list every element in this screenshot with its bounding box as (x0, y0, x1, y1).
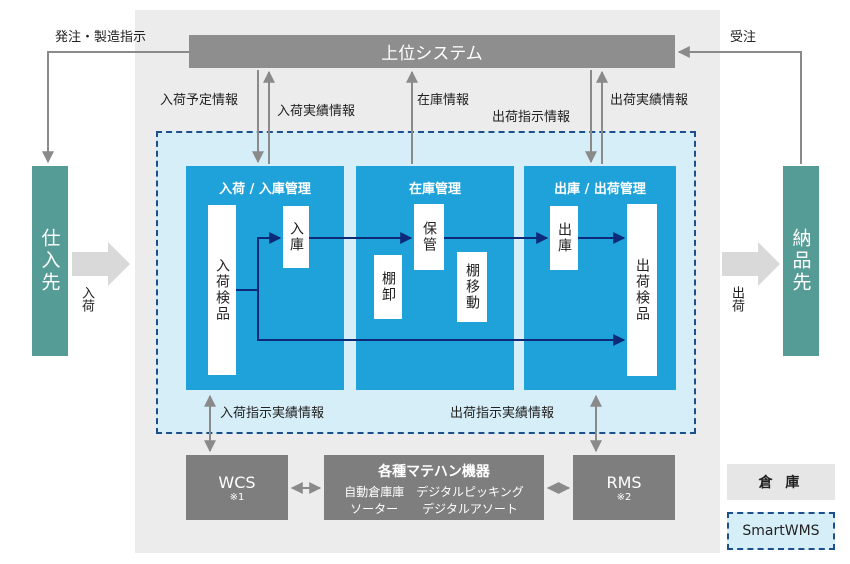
outbound-big-arrow (722, 242, 780, 286)
zone-arrival-title: 入荷 / 入庫管理 (219, 182, 311, 197)
rms-box: RMS ※2 (573, 455, 675, 520)
legend-smartwms: SmartWMS (727, 512, 835, 550)
zone-shipping-title: 出庫 / 出荷管理 (554, 182, 646, 197)
label-arrival-inst-result: 入荷指示実績情報 (220, 406, 325, 421)
wcs-note: ※1 (229, 492, 245, 503)
relocation-box: 棚移動 (457, 252, 487, 322)
legend-warehouse: 倉 庫 (727, 464, 835, 500)
label-shipping-side: 出荷 (729, 286, 744, 312)
storage-box: 保管 (414, 204, 444, 270)
rms-label: RMS (606, 473, 642, 492)
picking-box: 出庫 (550, 206, 578, 270)
wcs-label: WCS (218, 473, 256, 492)
label-stock-info: 在庫情報 (417, 93, 470, 108)
upper-system-bar: 上位システム (189, 35, 675, 68)
putaway-box: 入庫 (283, 206, 309, 268)
flow-cross-dock (257, 290, 626, 346)
wcs-box: WCS ※1 (186, 455, 288, 520)
label-shipping-inst-result: 出荷指示実績情報 (450, 406, 555, 421)
label-arrival-result: 入荷実績情報 (277, 104, 356, 119)
label-arrival-plan: 入荷予定情報 (160, 93, 239, 108)
label-shipping-result: 出荷実績情報 (610, 93, 689, 108)
zone-stock-title: 在庫管理 (408, 182, 461, 197)
label-shipping-instruction: 出荷指示情報 (492, 110, 571, 125)
supplier-box: 仕入先 (32, 166, 68, 356)
label-order-receipt: 受注 (730, 30, 757, 45)
order-instruction-arrow (42, 51, 189, 164)
equipment-line1: 自動倉庫庫 デジタルピッキング (344, 485, 524, 499)
equipment-box: 各種マテハン機器 自動倉庫庫 デジタルピッキング ソーター デジタルアソート (324, 455, 544, 520)
customer-box: 納品先 (783, 166, 819, 356)
inbound-big-arrow (72, 242, 130, 286)
equipment-line2: ソーター デジタルアソート (350, 502, 518, 516)
equipment-title: 各種マテハン機器 (378, 464, 490, 480)
label-arrival-side: 入荷 (79, 286, 94, 312)
arrival-inspection-box: 入荷検品 (208, 205, 236, 375)
label-order-instruction: 発注・製造指示 (55, 30, 147, 45)
order-receipt-arrow (677, 46, 802, 164)
shipping-inspection-box: 出荷検品 (627, 204, 657, 376)
stocktake-box: 棚卸 (374, 255, 402, 319)
rms-note: ※2 (616, 492, 632, 503)
flow-inspection-to-putaway (236, 232, 282, 291)
